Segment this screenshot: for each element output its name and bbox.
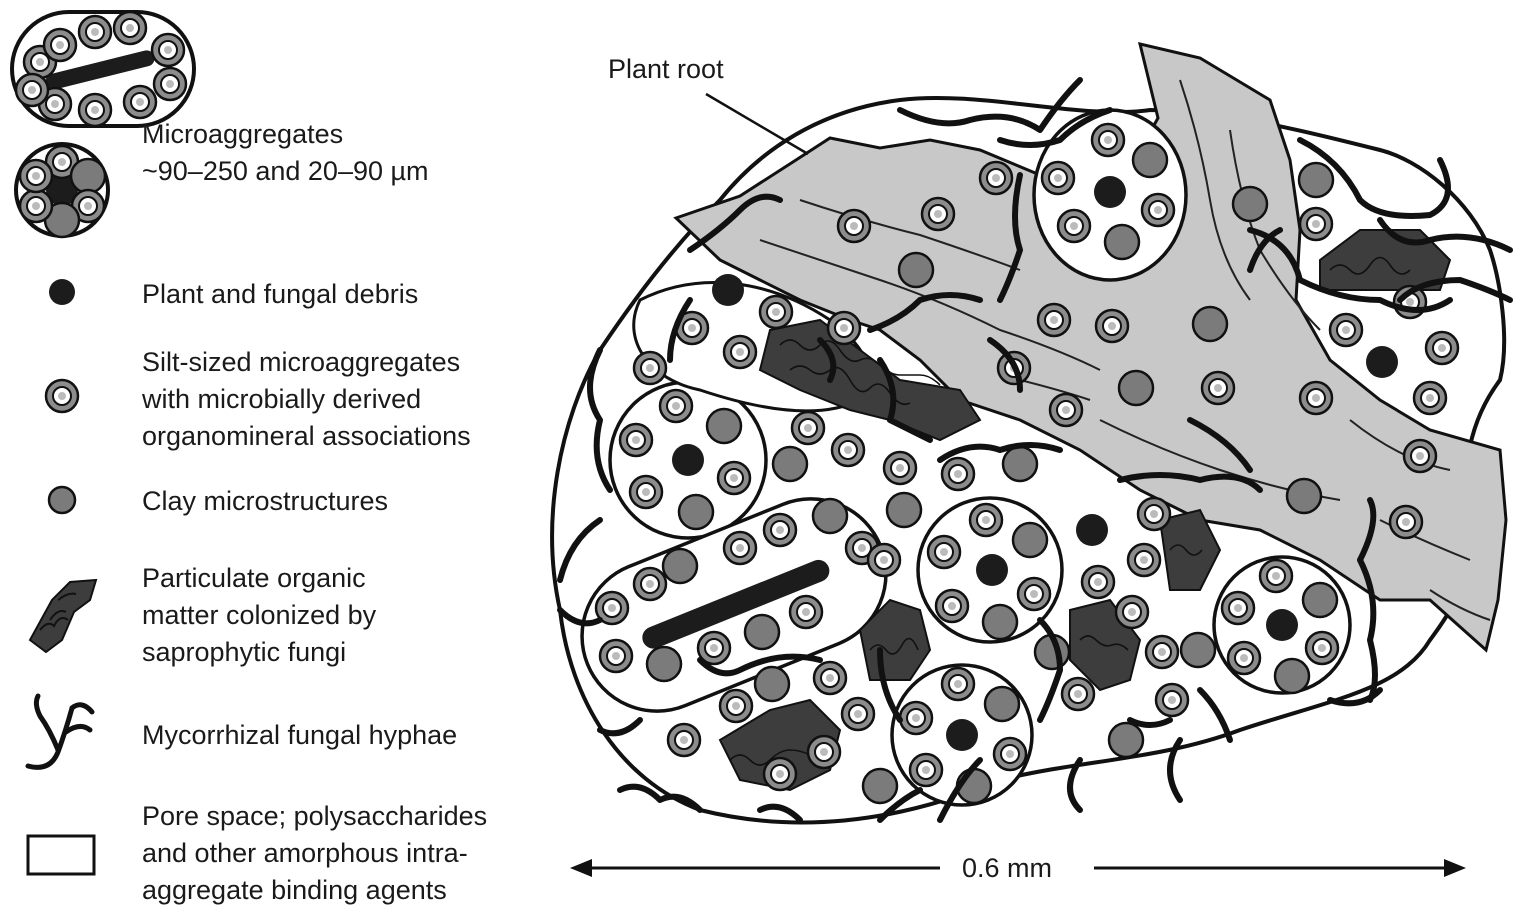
legend-pore-label: Pore space; polysaccharides and other am… — [142, 798, 487, 909]
legend-pom-icon — [30, 580, 96, 652]
legend-pom-label: Particulate organic matter colonized by … — [142, 560, 376, 671]
legend-debris-label: Plant and fungal debris — [142, 276, 418, 313]
micro-top — [1034, 110, 1186, 280]
legend-hyphae-label: Mycorrhizal fungal hyphae — [142, 717, 457, 754]
legend-clay-icon — [49, 487, 75, 513]
legend-debris-icon — [49, 279, 75, 305]
micro-left — [610, 382, 766, 538]
plant-root-pointer — [706, 94, 808, 154]
legend-clay-label: Clay microstructures — [142, 483, 388, 520]
plant-root-label: Plant root — [608, 51, 724, 88]
scale-label: 0.6 mm — [962, 850, 1052, 887]
legend-microaggregates-label: Microaggregates ~90–250 and 20–90 µm — [142, 116, 429, 190]
micro-right — [1214, 557, 1350, 693]
legend-hyphae-icon — [28, 696, 92, 767]
legend-pore-icon — [28, 836, 94, 874]
legend-large-microaggregate-icon — [12, 12, 194, 126]
legend-silt-icon — [46, 380, 78, 412]
legend-small-microaggregate-icon — [16, 144, 108, 237]
legend-silt-label: Silt-sized microaggregates with microbia… — [142, 344, 471, 455]
